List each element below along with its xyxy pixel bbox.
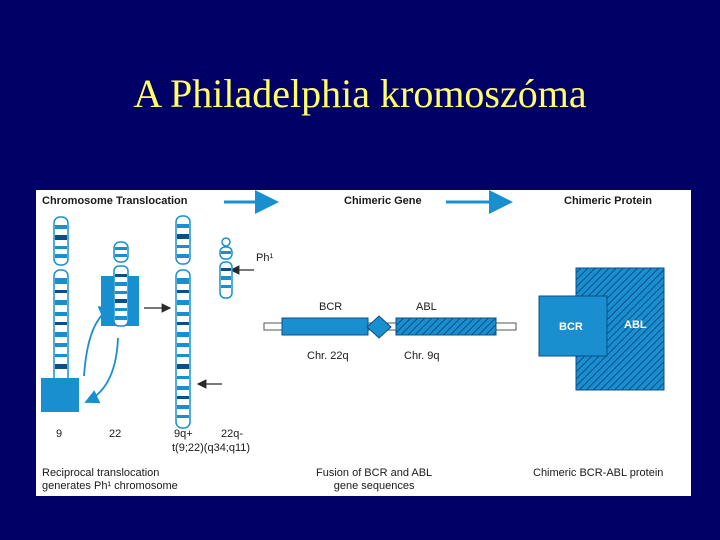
chromosome-9q-plus bbox=[176, 216, 190, 428]
protein-label-abl: ABL bbox=[624, 319, 647, 331]
slide-title: A Philadelphia kromoszóma bbox=[0, 70, 720, 118]
figure-graphics bbox=[36, 190, 691, 496]
gene-label-bcr: BCR bbox=[319, 301, 342, 313]
caption-gene: Fusion of BCR and ABL gene sequences bbox=[316, 467, 432, 493]
label-chr-9q: 9q+ bbox=[174, 428, 193, 440]
header-translocation: Chromosome Translocation bbox=[42, 195, 187, 207]
chromosome-ph bbox=[220, 238, 232, 298]
ph-label: Ph¹ bbox=[256, 252, 273, 264]
translocation-notation: t(9;22)(q34;q11) bbox=[172, 442, 250, 454]
protein-label-bcr: BCR bbox=[559, 321, 583, 333]
caption-protein: Chimeric BCR-ABL protein bbox=[533, 467, 663, 480]
caption-translocation-line2: generates Ph¹ chromosome bbox=[42, 480, 178, 493]
translocation-figure: Chromosome Translocation Chimeric Gene C… bbox=[36, 190, 691, 496]
chromosome-22 bbox=[101, 242, 139, 326]
gene-label-chr9q: Chr. 9q bbox=[404, 350, 439, 362]
gene-label-abl: ABL bbox=[416, 301, 437, 313]
gene-label-chr22q: Chr. 22q bbox=[307, 350, 349, 362]
chimeric-gene bbox=[264, 316, 516, 338]
caption-translocation-line1: Reciprocal translocation bbox=[42, 467, 178, 480]
header-chimeric-protein: Chimeric Protein bbox=[564, 195, 652, 207]
swap-arrow-down bbox=[86, 338, 118, 402]
header-chimeric-gene: Chimeric Gene bbox=[344, 195, 422, 207]
chromosome-9 bbox=[41, 217, 79, 412]
label-chr-9: 9 bbox=[56, 428, 62, 440]
label-chr-22q: 22q- bbox=[221, 428, 243, 440]
caption-gene-line1: Fusion of BCR and ABL bbox=[316, 467, 432, 480]
label-chr-22: 22 bbox=[109, 428, 121, 440]
caption-translocation: Reciprocal translocation generates Ph¹ c… bbox=[42, 467, 178, 493]
caption-gene-line2: gene sequences bbox=[316, 480, 432, 493]
